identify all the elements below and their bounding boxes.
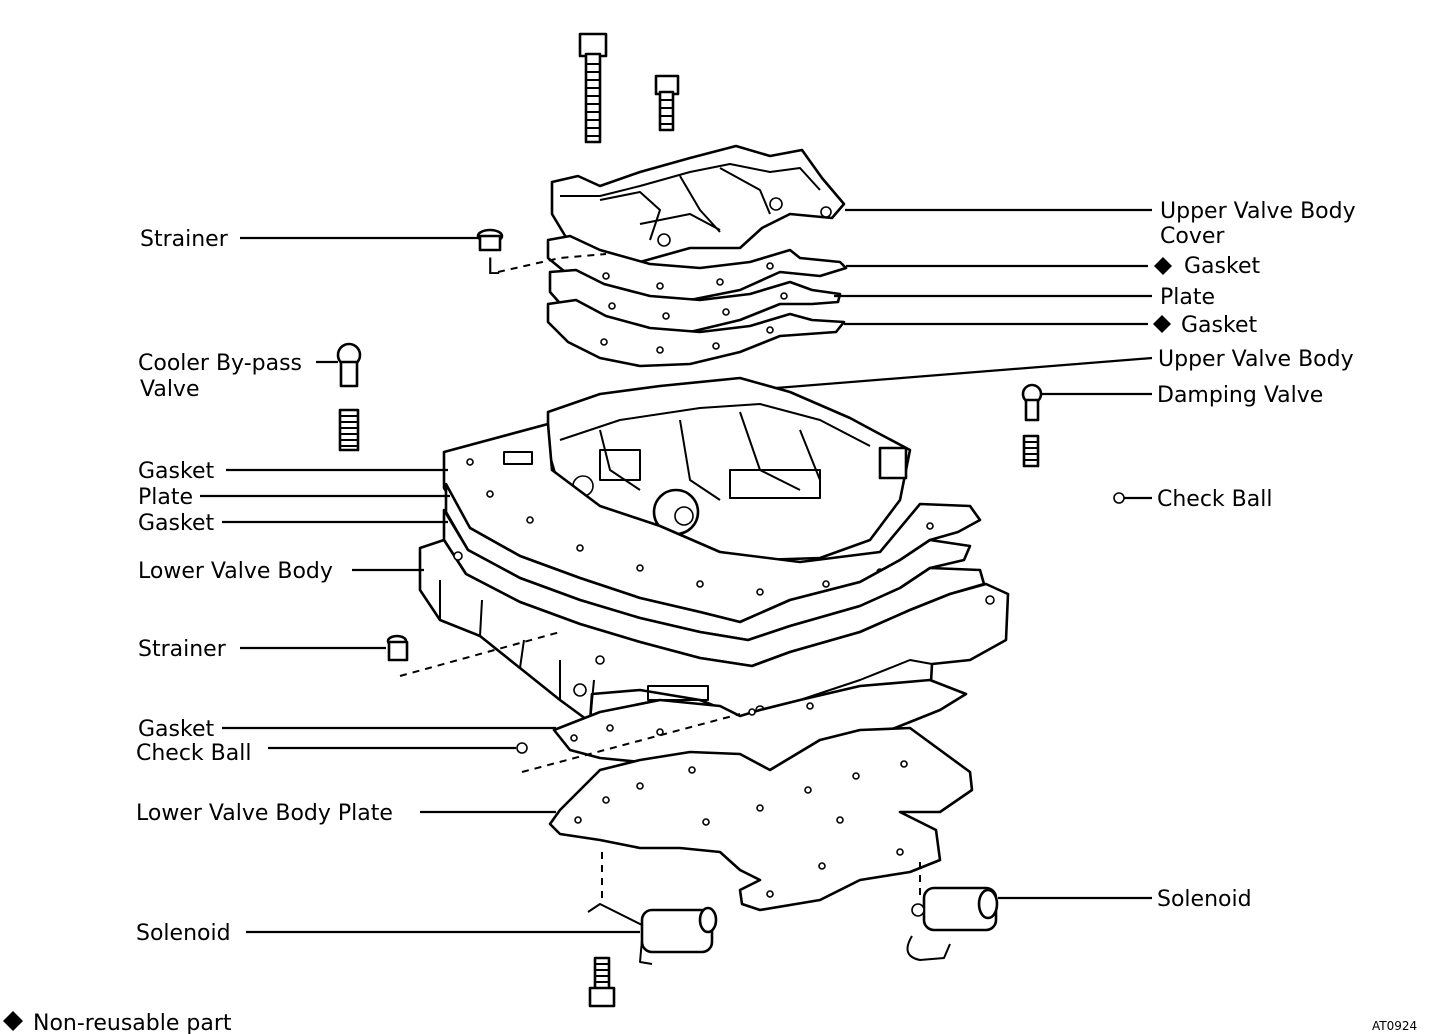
legend-diamond-icon xyxy=(3,1011,23,1031)
upper-valve-body-cover xyxy=(550,144,846,264)
strainer-top-dash xyxy=(497,253,607,273)
damping-valve-part xyxy=(1021,383,1043,422)
top-bolt-long xyxy=(578,32,608,144)
cooler-bypass-valve-part xyxy=(336,342,362,388)
strainer-lower-dash xyxy=(399,631,561,677)
label-gasket-left-1: Gasket xyxy=(138,459,214,484)
check-ball-right-part xyxy=(1113,492,1125,504)
top-bolt-short xyxy=(654,74,680,132)
label-strainer-lower: Strainer xyxy=(138,637,227,662)
non-reusable-marker-gasket-1 xyxy=(1154,257,1172,275)
label-solenoid-left: Solenoid xyxy=(136,921,231,946)
label-lower-valve-body: Lower Valve Body xyxy=(138,559,333,584)
solenoid-right xyxy=(906,886,999,961)
label-gasket-upper-2: Gasket xyxy=(1181,313,1257,338)
solenoid-left xyxy=(587,903,718,965)
label-solenoid-right: Solenoid xyxy=(1157,887,1252,912)
lower-valve-body-plate xyxy=(548,726,974,912)
strainer-lower-part xyxy=(386,634,409,662)
check-ball-bottom-part xyxy=(516,742,528,754)
label-strainer-marker: L xyxy=(487,255,500,280)
label-lower-valve-body-plate: Lower Valve Body Plate xyxy=(136,801,393,826)
label-cooler-bypass-line1: Cooler By-pass xyxy=(138,351,302,376)
label-gasket-left-2: Gasket xyxy=(138,511,214,536)
upper-gasket-2 xyxy=(546,298,846,368)
label-strainer-top: Strainer xyxy=(140,227,229,252)
damping-spring xyxy=(1022,434,1040,468)
strainer-top-part xyxy=(476,228,504,252)
label-upper-valve-body: Upper Valve Body xyxy=(1158,347,1354,372)
label-check-ball-right: Check Ball xyxy=(1157,487,1272,512)
leader-lines xyxy=(200,208,1153,934)
label-damping-valve: Damping Valve xyxy=(1157,383,1323,408)
label-upper-valve-body-cover-line1: Upper Valve Body xyxy=(1160,199,1356,224)
label-gasket-bottom: Gasket xyxy=(138,717,214,742)
check-ball-dash xyxy=(521,713,741,773)
label-check-ball-bottom: Check Ball xyxy=(136,741,251,766)
label-upper-valve-body-cover-line2: Cover xyxy=(1160,224,1225,249)
figure-code: AT0924 xyxy=(1372,1019,1417,1033)
label-plate-left: Plate xyxy=(138,485,193,510)
non-reusable-marker-gasket-2 xyxy=(1153,315,1171,333)
bottom-bolt xyxy=(588,956,616,1008)
label-gasket-upper-1: Gasket xyxy=(1184,254,1260,279)
upper-valve-body xyxy=(546,376,912,562)
legend-text: Non-reusable part xyxy=(33,1011,232,1034)
cooler-bypass-spring xyxy=(338,408,360,452)
label-cooler-bypass-line2: Valve xyxy=(140,377,200,402)
label-plate-upper: Plate xyxy=(1160,285,1215,310)
